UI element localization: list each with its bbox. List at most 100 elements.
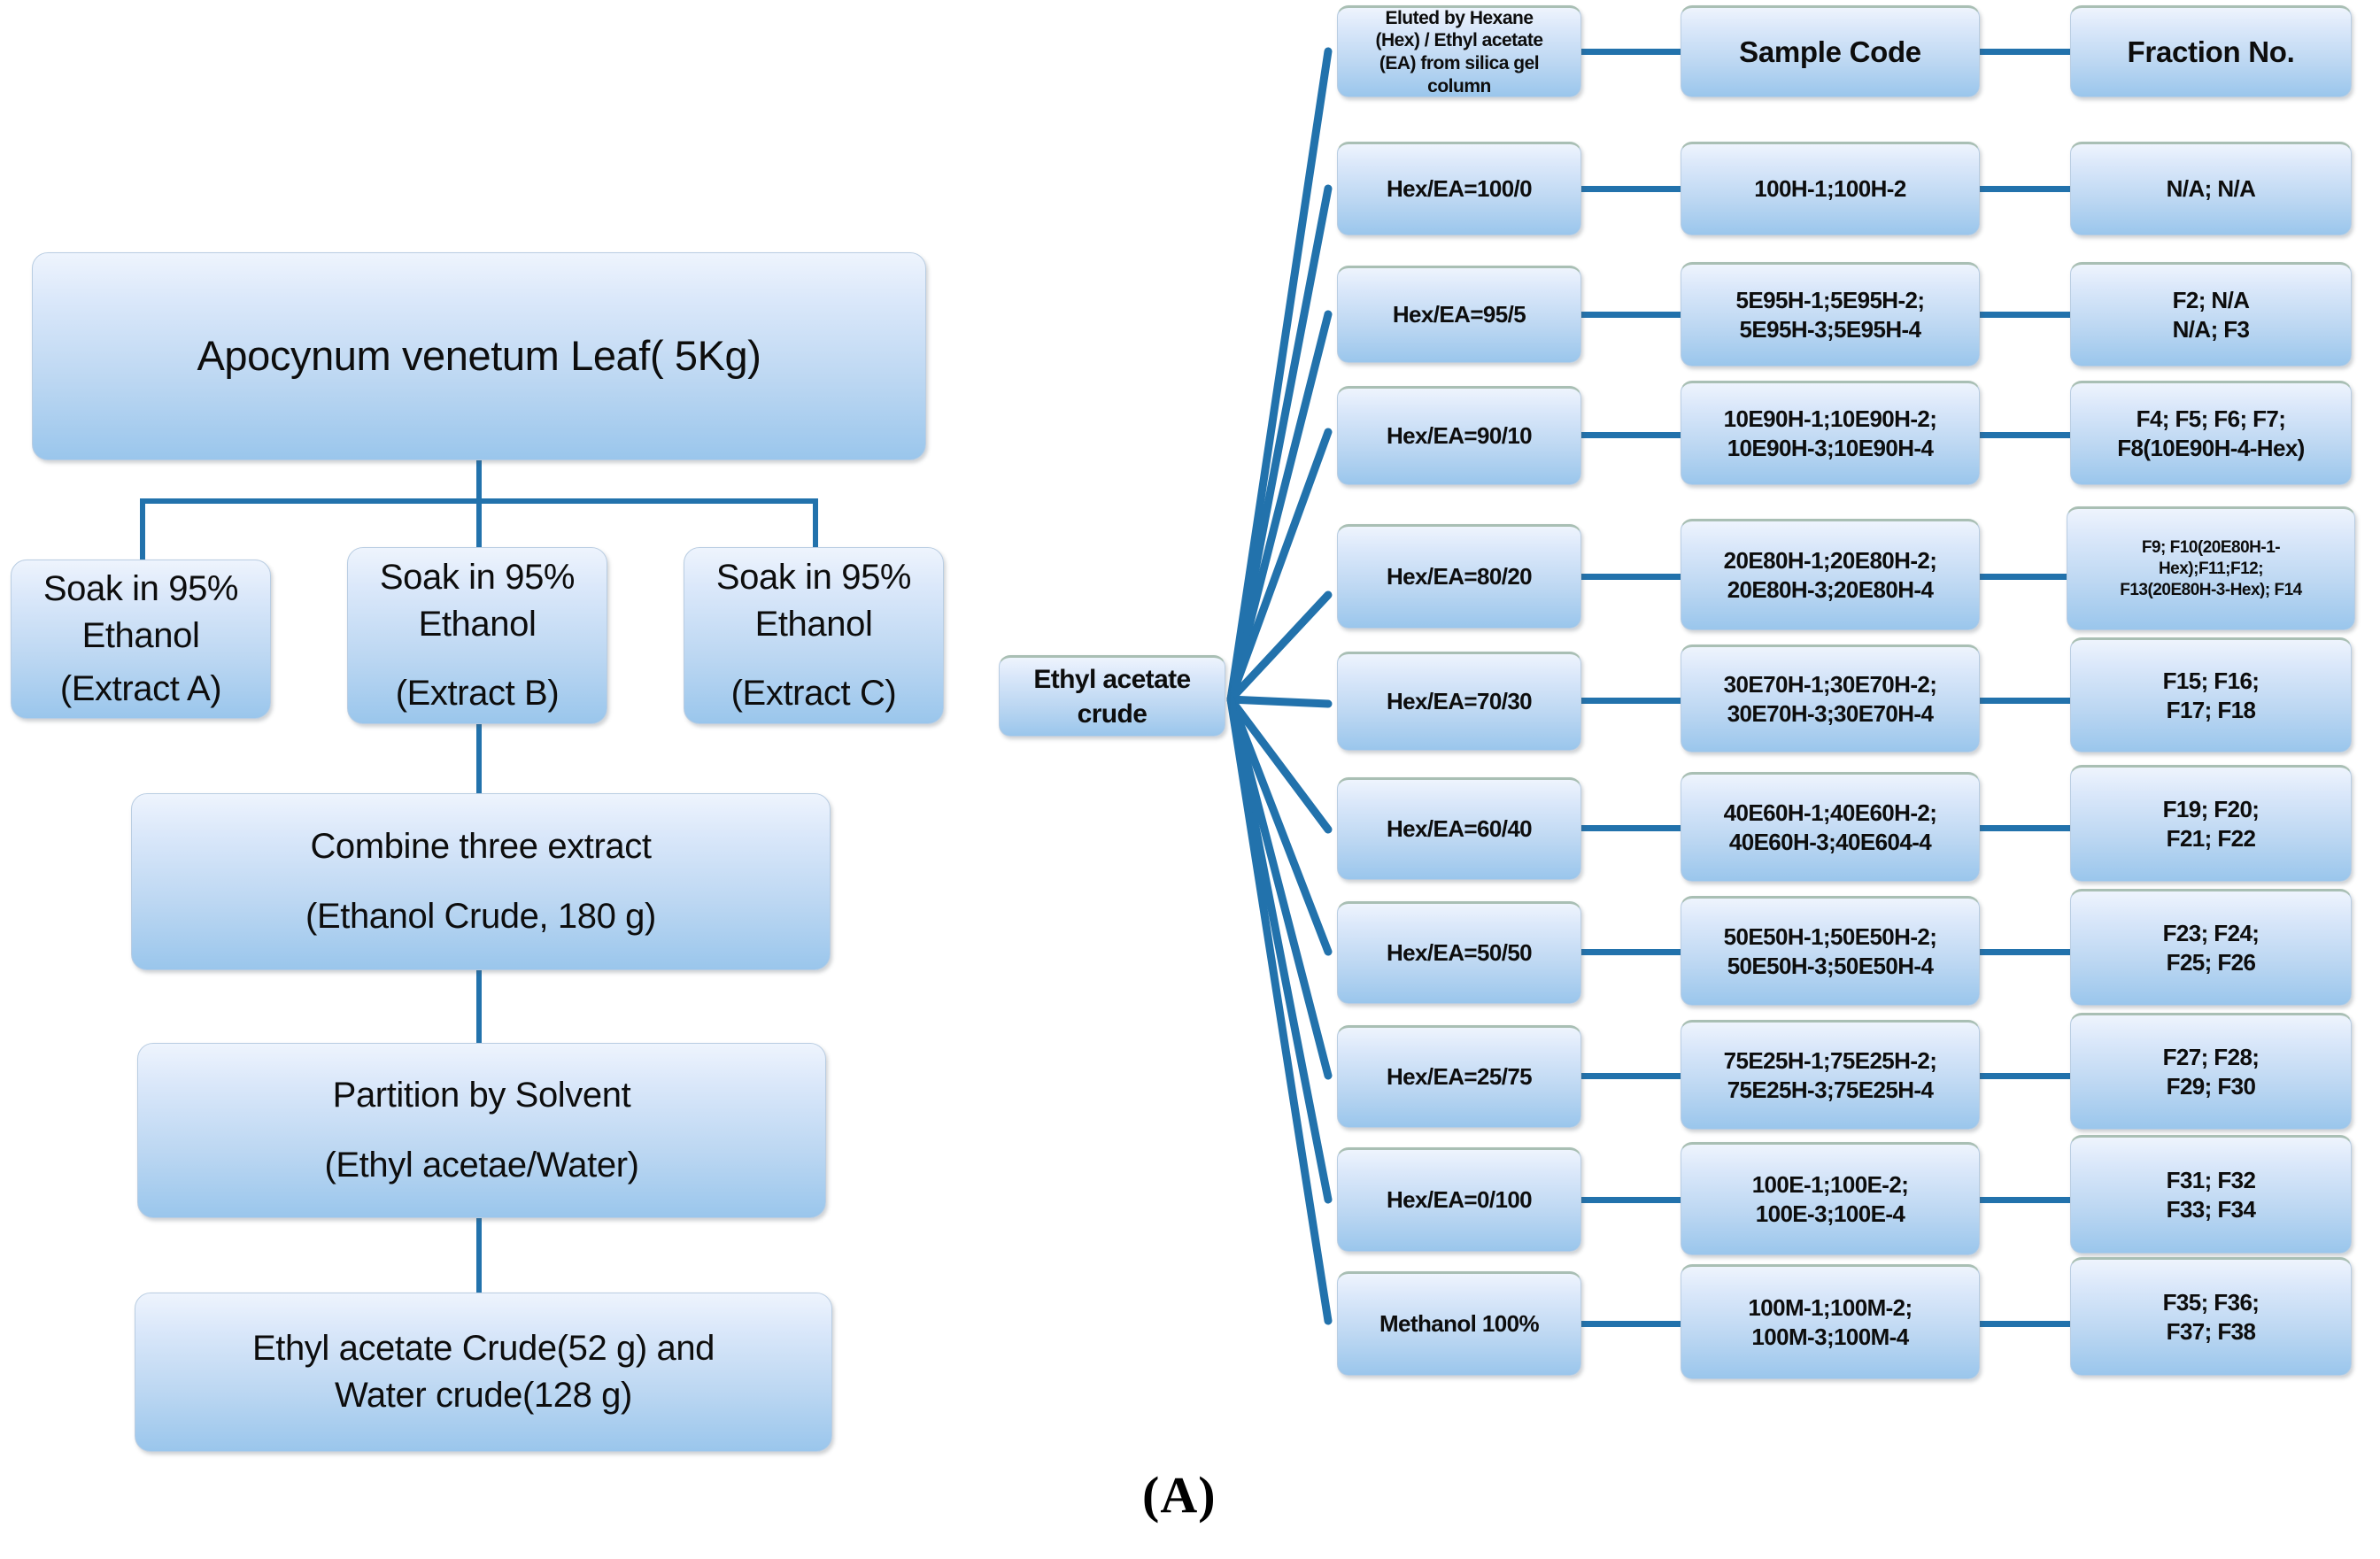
node-soak-a-line3: (Extract A) [59,669,222,709]
connector-row-5-a [1581,698,1682,704]
row-1-sample-line1: 100H-1;100H-2 [1754,175,1906,203]
row-2-sample-code: 5E95H-1;5E95H-2; 5E95H-3;5E95H-4 [1681,262,1980,367]
fan-line-row-4 [1226,590,1333,704]
row-6-sample-code: 40E60H-1;40E60H-2; 40E60H-3;40E604-4 [1681,772,1980,882]
row-4-fraction-line3: F13(20E80H-3-Hex); F14 [2120,580,2302,599]
row-7-fraction-line2: F25; F26 [2166,949,2256,976]
row-5-eluent-line1: Hex/EA=70/30 [1386,688,1533,715]
row-4-fraction-no: F9; F10(20E80H-1- Hex);F11;F12; F13(20E8… [2067,506,2355,630]
node-soak-extract-a: Soak in 95% Ethanol (Extract A) [11,560,271,719]
row-9-sample-line1: 100E-1;100E-2; [1751,1170,1909,1198]
row-8-sample-line1: 75E25H-1;75E25H-2; [1723,1046,1937,1074]
node-partition-line2: (Ethyl acetae/Water) [324,1146,639,1185]
connector-source-down [476,460,482,501]
row-8-eluent: Hex/EA=25/75 [1337,1025,1581,1128]
row-2-fraction-no: F2; N/A N/A; F3 [2070,262,2352,367]
row-10-sample-line1: 100M-1;100M-2; [1748,1293,1912,1321]
row-6-eluent: Hex/EA=60/40 [1337,777,1581,880]
fan-line-row-10 [1226,695,1333,1325]
connector-row-8-b [1980,1073,2072,1079]
fan-line-row-9 [1226,695,1333,1204]
row-10-sample-line2: 100M-3;100M-4 [1751,1324,1909,1350]
connector-header-eluent-to-sample [1581,49,1682,55]
node-ethyl-acetate-crude-hub: Ethyl acetate crude [999,655,1225,737]
row-2-fraction-line2: N/A; F3 [2172,316,2250,343]
node-soak-a-line1: Soak in 95% [42,569,239,608]
row-3-fraction-line1: F4; F5; F6; F7; [2136,405,2286,432]
header-eluent-line3: (EA) from silica gel [1379,53,1540,73]
row-9-sample-code: 100E-1;100E-2; 100E-3;100E-4 [1681,1142,1980,1255]
fan-line-row-3 [1226,428,1333,704]
row-8-fraction-line1: F27; F28; [2162,1043,2260,1070]
connector-row-6-b [1980,825,2072,831]
connector-row-3-a [1581,432,1682,438]
header-eluent-line2: (Hex) / Ethyl acetate [1375,30,1543,51]
hub-line1: Ethyl acetate [1033,665,1191,694]
node-soak-b-line3: (Extract B) [395,674,560,714]
row-10-fraction-no: F35; F36; F37; F38 [2070,1257,2352,1376]
row-4-sample-code: 20E80H-1;20E80H-2; 20E80H-3;20E80H-4 [1681,519,1980,630]
node-result-line1: Ethyl acetate Crude(52 g) and [251,1329,715,1369]
row-3-fraction-no: F4; F5; F6; F7; F8(10E90H-4-Hex) [2070,381,2352,485]
connector-row-7-b [1980,949,2072,955]
row-10-eluent-line1: Methanol 100% [1379,1310,1540,1338]
row-2-sample-line1: 5E95H-1;5E95H-2; [1735,286,1926,313]
row-6-fraction-line2: F21; F22 [2166,825,2256,852]
row-9-fraction-line2: F33; F34 [2166,1196,2256,1223]
row-1-fraction-line1: N/A; N/A [2166,175,2256,203]
row-4-eluent: Hex/EA=80/20 [1337,524,1581,629]
node-combine-line2: (Ethanol Crude, 180 g) [305,897,656,936]
row-7-fraction-no: F23; F24; F25; F26 [2070,889,2352,1006]
row-3-sample-line1: 10E90H-1;10E90H-2; [1723,405,1937,432]
header-eluent-condition: Eluted by Hexane (Hex) / Ethyl acetate (… [1337,5,1581,97]
node-result-line2: Water crude(128 g) [335,1376,632,1415]
row-8-fraction-line2: F29; F30 [2166,1073,2256,1100]
row-8-eluent-line1: Hex/EA=25/75 [1386,1063,1533,1091]
row-7-fraction-line1: F23; F24; [2162,919,2260,946]
row-2-sample-line2: 5E95H-3;5E95H-4 [1739,316,1922,343]
node-combine-extracts: Combine three extract (Ethanol Crude, 18… [131,793,831,970]
header-fraction-no: Fraction No. [2070,5,2352,97]
row-1-fraction-no: N/A; N/A [2070,142,2352,235]
row-4-sample-line2: 20E80H-3;20E80H-4 [1727,576,1934,603]
row-6-sample-line1: 40E60H-1;40E60H-2; [1723,799,1937,826]
hub-line2: crude [1077,699,1148,729]
row-5-sample-line2: 30E70H-3;30E70H-4 [1727,700,1934,727]
node-source-leaf-label: Apocynum venetum Leaf( 5Kg) [197,332,761,380]
row-5-sample-line1: 30E70H-1;30E70H-2; [1723,670,1937,698]
row-6-fraction-line1: F19; F20; [2162,795,2260,822]
row-8-sample-line2: 75E25H-3;75E25H-4 [1727,1077,1934,1103]
row-7-sample-line2: 50E50H-3;50E50H-4 [1727,953,1934,979]
connector-row-5-b [1980,698,2072,704]
node-partition-solvent: Partition by Solvent (Ethyl acetae/Water… [137,1043,826,1218]
connector-row-9-a [1581,1197,1682,1203]
row-2-eluent: Hex/EA=95/5 [1337,266,1581,363]
row-8-fraction-no: F27; F28; F29; F30 [2070,1013,2352,1130]
fan-line-row-5 [1226,695,1333,708]
row-8-sample-code: 75E25H-1;75E25H-2; 75E25H-3;75E25H-4 [1681,1020,1980,1130]
connector-branch-a [140,498,145,562]
row-7-eluent-line1: Hex/EA=50/50 [1386,939,1533,967]
node-partition-line1: Partition by Solvent [332,1076,631,1115]
connector-row-4-a [1581,574,1682,580]
fan-line-row-6 [1226,695,1333,834]
header-sample-code-label: Sample Code [1739,35,1921,68]
connector-branch-c [813,498,818,562]
fan-line-row-2 [1226,310,1333,704]
connector-row-2-b [1980,312,2072,318]
header-eluent-line1: Eluted by Hexane [1385,7,1534,28]
node-soak-extract-c: Soak in 95% Ethanol (Extract C) [684,547,944,724]
row-5-eluent: Hex/EA=70/30 [1337,652,1581,751]
connector-row-9-b [1980,1197,2072,1203]
fan-line-row-8 [1226,695,1333,1080]
row-6-eluent-line1: Hex/EA=60/40 [1386,815,1533,843]
row-6-fraction-no: F19; F20; F21; F22 [2070,765,2352,882]
row-9-fraction-line1: F31; F32 [2166,1166,2256,1193]
connector-row-1-b [1980,186,2072,192]
connector-soak-to-combine [476,722,482,795]
row-6-sample-line2: 40E60H-3;40E604-4 [1728,829,1932,855]
node-soak-b-line1: Soak in 95% [379,557,576,597]
connector-header-sample-to-fraction [1980,49,2072,55]
connector-row-8-a [1581,1073,1682,1079]
